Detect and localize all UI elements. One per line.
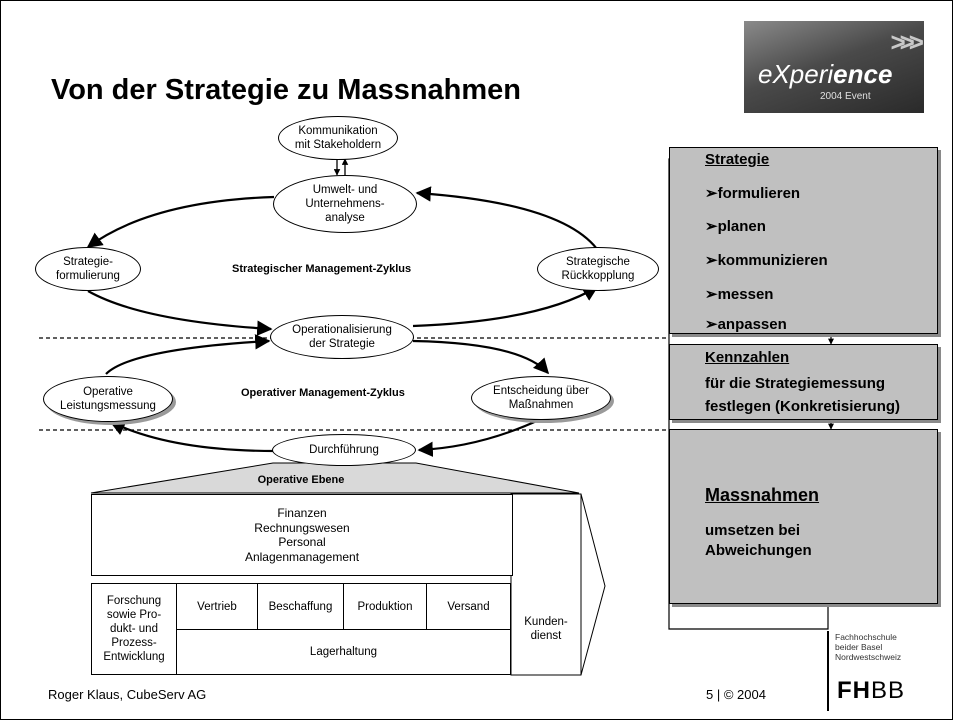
- cell-forschung: Forschung sowie Pro- dukt- und Prozess- …: [91, 583, 177, 675]
- cell-beschaffung: Beschaffung: [257, 583, 344, 630]
- arrow-leistungsmessung-to-operationalisierung: [105, 334, 271, 375]
- strategie-item: ➢kommunizieren: [705, 252, 828, 269]
- operative-cycle-label: Operativer Management-Zyklus: [241, 387, 405, 399]
- strategie-item: ➢formulieren: [705, 185, 801, 202]
- strategie-item: ➢messen: [705, 286, 774, 303]
- function-item: Anlagenmanagement: [244, 549, 360, 564]
- cell-lagerhaltung: Lagerhaltung: [176, 629, 511, 675]
- arrow-operationalisierung-to-rueckkopplung: [412, 286, 599, 328]
- bullet-arrow-icon: ➢: [705, 218, 718, 235]
- arrow-entscheidung-to-durchfuehrung: [417, 418, 542, 458]
- cell-kundendienst: Kunden- dienst: [524, 616, 568, 642]
- cell-produktion: Produktion: [343, 583, 427, 630]
- experience-logo: >>> eXperience 2004 Event: [744, 21, 924, 113]
- arrow-formulierung-to-operationalisierung: [87, 290, 273, 336]
- arrow-operationalisierung-to-entscheidung: [412, 339, 550, 375]
- arrow-durchfuehrung-to-leistungsmessung: [109, 421, 276, 453]
- kennzahlen-heading: Kennzahlen: [705, 349, 790, 366]
- kennzahlen-box: [669, 344, 938, 420]
- kennzahlen-line: für die Strategiemessung: [705, 375, 886, 392]
- massnahmen-line: umsetzen bei: [705, 522, 801, 539]
- node-strategieformulierung: Strategie- formulierung: [35, 247, 141, 291]
- arrow-umwelt-to-formulierung: [86, 195, 275, 248]
- strategie-item: ➢anpassen: [705, 316, 787, 333]
- node-entscheidung: Entscheidung über Maßnahmen: [471, 376, 611, 420]
- school-name: Fachhochschule beider Basel Nordwestschw…: [835, 632, 902, 662]
- operative-level-heading: Operative Ebene: [257, 474, 345, 486]
- massnahmen-box: [669, 429, 938, 604]
- function-item: Finanzen: [277, 506, 327, 520]
- node-kommunikation: Kommunikation mit Stakeholdern: [278, 116, 398, 160]
- bullet-arrow-icon: ➢: [705, 286, 718, 303]
- operative-functions-box: Finanzen Rechnungswesen Personal Anlagen…: [91, 494, 513, 576]
- bullet-arrow-icon: ➢: [705, 316, 718, 333]
- fhbb-logo: FHBB: [837, 677, 906, 704]
- logo-subtitle: 2004 Event: [820, 91, 871, 102]
- function-item: Rechnungswesen: [254, 520, 350, 535]
- node-leistungsmessung: Operative Leistungsmessung: [43, 376, 173, 422]
- function-item: Personal: [278, 535, 326, 549]
- cell-versand: Versand: [426, 583, 511, 630]
- arrow-rueckkopplung-to-umwelt: [415, 186, 598, 250]
- slide-title: Von der Strategie zu Massnahmen: [51, 74, 522, 106]
- node-operationalisierung: Operationalisierung der Strategie: [270, 315, 414, 359]
- node-umwelt-analyse: Umwelt- und Unternehmens- analyse: [273, 175, 417, 233]
- cell-vertrieb: Vertrieb: [176, 583, 258, 630]
- strategie-heading: Strategie: [705, 151, 770, 168]
- massnahmen-line: Abweichungen: [705, 542, 812, 559]
- massnahmen-heading: Massnahmen: [705, 485, 820, 505]
- bullet-arrow-icon: ➢: [705, 185, 718, 202]
- node-rueckkopplung: Strategische Rückkopplung: [537, 247, 659, 291]
- footer-page: 5 | © 2004: [706, 687, 766, 702]
- strategie-item: ➢planen: [705, 218, 766, 235]
- logo-brand: eXperience: [758, 59, 893, 89]
- strategie-box: [669, 147, 938, 334]
- kennzahlen-line: festlegen (Konkretisierung): [705, 398, 901, 415]
- strategic-cycle-label: Strategischer Management-Zyklus: [232, 263, 412, 275]
- footer-author: Roger Klaus, CubeServ AG: [48, 687, 207, 702]
- bullet-arrow-icon: ➢: [705, 252, 718, 269]
- fhbb-divider: [827, 631, 829, 711]
- node-durchfuehrung: Durchführung: [272, 434, 416, 466]
